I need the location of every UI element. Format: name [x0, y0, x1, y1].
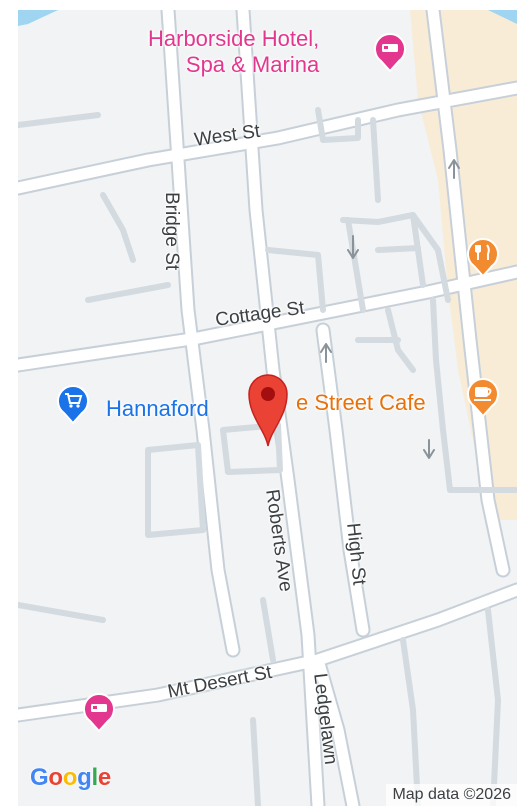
google-logo[interactable]: Google: [30, 764, 111, 791]
restaurant-pin[interactable]: [466, 235, 500, 277]
hotel-pin[interactable]: [373, 30, 407, 72]
map-attribution[interactable]: Map data ©2026: [386, 784, 517, 806]
poi-label-hannaford[interactable]: Hannaford: [106, 396, 209, 421]
bed-icon: [374, 33, 406, 72]
location-marker-icon[interactable]: [247, 372, 289, 448]
poi-label-harborside-hotel[interactable]: Harborside Hotel, Spa & Marina: [148, 26, 319, 78]
hannaford-pin[interactable]: [56, 382, 90, 424]
fork-knife-icon: [467, 238, 499, 277]
water-top-right: [488, 10, 517, 24]
poi-label-hotel-line2: Spa & Marina: [185, 52, 320, 77]
hotel-pin-bottom[interactable]: [82, 690, 116, 732]
one-way-arrows: [320, 159, 460, 459]
water-top-left: [18, 10, 58, 26]
street-label-bridge-st: Bridge St: [161, 192, 182, 271]
poi-label-cafe[interactable]: e Street Cafe: [296, 390, 426, 415]
bed-icon: [83, 693, 115, 732]
coffee-cup-icon: [467, 378, 499, 417]
poi-label-hotel-line1: Harborside Hotel,: [148, 26, 320, 51]
cafe-pin[interactable]: [466, 375, 500, 417]
minor-roads: [18, 107, 517, 806]
shopping-cart-icon: [57, 385, 89, 424]
map-canvas[interactable]: West St Bridge St Cottage St Roberts Ave…: [18, 10, 517, 806]
